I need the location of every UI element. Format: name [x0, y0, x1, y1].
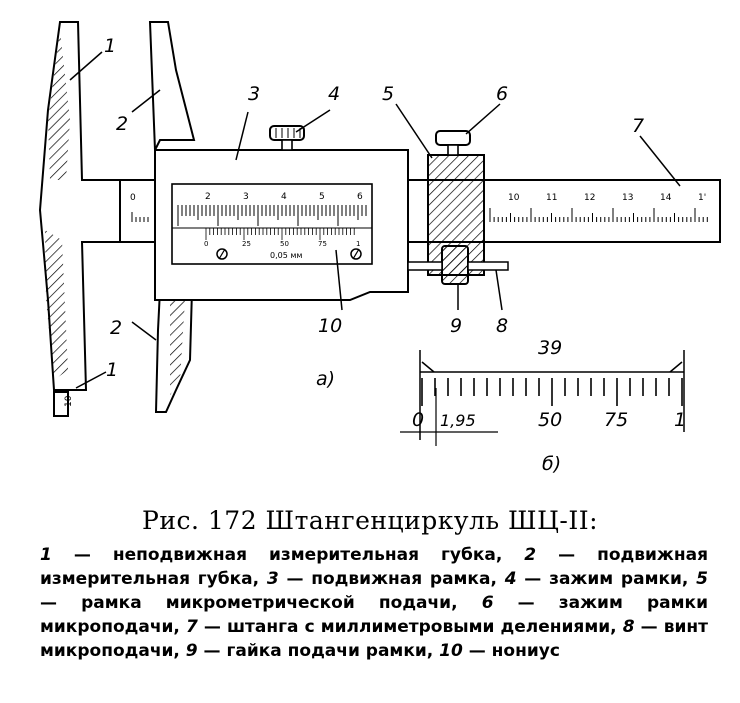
beam-number: 14 — [660, 193, 672, 203]
legend-text: — гайка подачи рамки, — [197, 641, 440, 661]
label-2-top: 2 — [116, 113, 128, 135]
label-6: 6 — [496, 83, 508, 105]
detail-mark-4: 1 — [674, 409, 686, 431]
label-7: 7 — [632, 115, 644, 137]
vernier-ticks: 2 3 4 5 6 0 25 50 75 1 0,05 мм — [177, 192, 367, 260]
label-part-b: б) — [542, 453, 561, 475]
legend-text: — зажим рамки микроподачи, — [40, 593, 708, 637]
label-8: 8 — [496, 315, 508, 337]
vernier-window — [171, 183, 373, 265]
vernier-window-number: 2 — [205, 192, 211, 202]
leader-lines — [69, 51, 681, 389]
vernier-lower-number: 1 — [356, 240, 360, 248]
sliding-frame: 2 3 4 5 6 0 25 50 75 1 0,05 мм — [154, 149, 409, 301]
beam-zero-label: 0 — [130, 193, 136, 203]
vernier-window-number: 3 — [243, 192, 249, 202]
legend-text: — штанга с миллиметровыми делениями, — [197, 617, 623, 637]
vernier-lower-number: 0 — [204, 240, 208, 248]
vernier-window-number: 4 — [281, 192, 287, 202]
legend-text: — рамка микрометрической подачи, — [40, 593, 482, 613]
legend-text: — неподвижная измерительная губка, — [51, 545, 525, 565]
beam-ticks: 0 10 11 12 13 14 1' — [130, 193, 708, 222]
detail-mark-3: 75 — [604, 409, 628, 431]
legend-text: — винт микроподачи, — [40, 617, 709, 661]
legend-text: — подвижная измерительная губка, — [40, 545, 708, 589]
label-9: 9 — [450, 315, 462, 337]
legend-number: 8 — [622, 617, 635, 637]
legend-text: — зажим рамки, — [516, 569, 697, 589]
label-3: 3 — [248, 83, 260, 105]
detail-mark-1: 1,95 — [440, 411, 476, 430]
detail-mark-0: 0 — [412, 409, 424, 431]
screw-icon — [350, 248, 362, 260]
vernier-detail: 39 0 1,95 50 75 1 — [400, 337, 686, 446]
vernier-lower-number: 75 — [318, 240, 327, 248]
beam-number: 11 — [546, 193, 557, 203]
fixed-jaw — [38, 21, 129, 417]
screw-icon — [216, 248, 228, 260]
legend-number: 10 — [439, 641, 463, 661]
figure-caption: Рис. 172 Штангенциркуль ШЦ-II: — [142, 506, 598, 535]
label-5: 5 — [382, 83, 394, 105]
detail-ticks — [421, 378, 683, 406]
legend-number: 6 — [481, 593, 494, 613]
beam-number: 10 — [508, 193, 520, 203]
detail-length: 39 — [538, 337, 562, 359]
legend-number: 4 — [504, 569, 517, 589]
vernier-precision: 0,05 мм — [270, 251, 302, 260]
legend-number: 2 — [524, 545, 537, 565]
legend-number: 5 — [696, 569, 708, 589]
legend-number: 7 — [185, 617, 198, 637]
beam-number: 13 — [622, 193, 633, 203]
micro-feed-frame — [407, 130, 509, 285]
beam-number: 1' — [698, 193, 706, 203]
label-10: 10 — [318, 315, 342, 337]
legend-number: 3 — [266, 569, 279, 589]
movable-jaw — [148, 21, 196, 413]
label-1-top: 1 — [104, 35, 116, 57]
detail-mark-2: 50 — [538, 409, 562, 431]
label-part-a: а) — [316, 368, 335, 390]
beam-number: 12 — [584, 193, 595, 203]
vernier-window-number: 5 — [319, 192, 325, 202]
vernier-lower-number: 25 — [242, 240, 251, 248]
legend-text: — нониус — [462, 641, 560, 661]
vernier-lower-number: 50 — [280, 240, 289, 248]
legend-number: 9 — [185, 641, 198, 661]
label-4: 4 — [328, 83, 340, 105]
legend-number: 1 — [40, 545, 52, 565]
jaw-mark: 10 — [64, 395, 74, 407]
figure-legend: 1 — неподвижная измерительная губка, 2 —… — [40, 543, 708, 663]
frame-clamp-knob — [269, 125, 305, 151]
part-labels: 1 2 3 4 5 6 7 2 1 10 9 8 а) б) 10 — [64, 35, 644, 475]
label-2-bottom: 2 — [110, 317, 122, 339]
legend-text: — подвижная рамка, — [278, 569, 505, 589]
label-1-bottom: 1 — [106, 359, 118, 381]
vernier-window-number: 6 — [357, 192, 363, 202]
